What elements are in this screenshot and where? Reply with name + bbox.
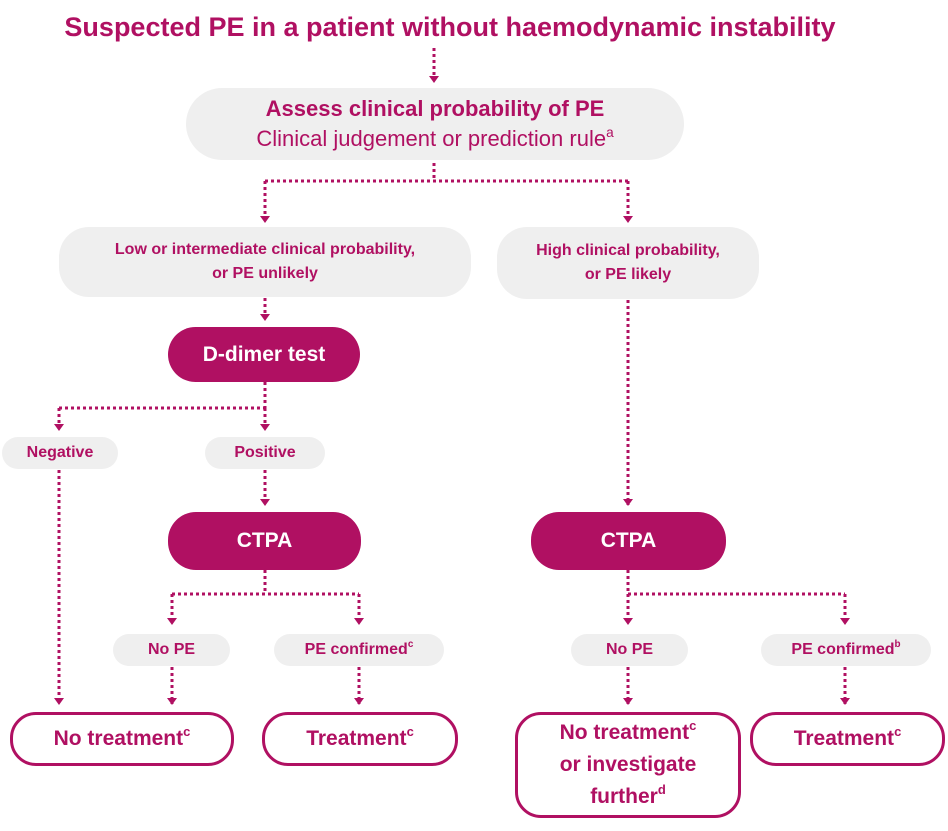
right-no-pe-box: No PE <box>571 634 688 666</box>
footnote-b: b <box>894 639 901 651</box>
left-no-pe-box: No PE <box>113 634 230 666</box>
ctpa-right-box: CTPA <box>531 512 726 570</box>
ctpa-right-label: CTPA <box>600 529 657 552</box>
investigate-line1: No treatmentc <box>559 718 697 744</box>
ddimer-test-box: D-dimer test <box>168 327 360 382</box>
treatment-left-label: Treatmentc <box>306 724 414 750</box>
high-probability-box: High clinical probability, or PE likely <box>497 227 759 299</box>
right-no-pe-label: No PE <box>605 641 654 658</box>
no-treatment-investigate-box: No treatmentc or investigate furtherd <box>515 712 741 818</box>
assess-probability-box: Assess clinical probability of PE Clinic… <box>186 88 684 160</box>
positive-label: Positive <box>234 444 296 461</box>
low-line2: or PE unlikely <box>212 265 318 282</box>
negative-label: Negative <box>26 444 94 461</box>
treatment-right-label: Treatmentc <box>793 724 902 750</box>
footnote-a: a <box>606 125 614 140</box>
low-probability-box: Low or intermediate clinical probability… <box>59 227 471 297</box>
negative-box: Negative <box>2 437 118 469</box>
assess-subtitle: Clinical judgement or prediction rulea <box>256 125 614 151</box>
left-no-pe-label: No PE <box>147 641 196 658</box>
treatment-right-box: Treatmentc <box>750 712 945 766</box>
left-pe-confirmed-box: PE confirmedc <box>274 634 444 666</box>
no-treatment-box: No treatmentc <box>10 712 234 766</box>
right-pe-confirmed-box: PE confirmedb <box>761 634 931 666</box>
low-line1: Low or intermediate clinical probability… <box>114 241 416 258</box>
positive-box: Positive <box>205 437 325 469</box>
investigate-line3: furtherd <box>590 782 666 808</box>
high-line2: or PE likely <box>584 266 672 283</box>
page-title: Suspected PE in a patient without haemod… <box>64 12 836 42</box>
left-pe-confirmed-label: PE confirmedc <box>304 639 414 658</box>
treatment-left-box: Treatmentc <box>262 712 458 766</box>
footnote-c: c <box>407 639 414 651</box>
ctpa-left-label: CTPA <box>236 529 293 552</box>
assess-title: Assess clinical probability of PE <box>265 96 605 121</box>
investigate-line2: or investigate <box>559 753 697 776</box>
no-treatment-label: No treatmentc <box>53 724 191 750</box>
right-pe-confirmed-label: PE confirmedb <box>791 639 901 658</box>
ctpa-left-box: CTPA <box>168 512 361 570</box>
ddimer-label: D-dimer test <box>202 342 326 366</box>
high-line1: High clinical probability, <box>536 242 720 259</box>
